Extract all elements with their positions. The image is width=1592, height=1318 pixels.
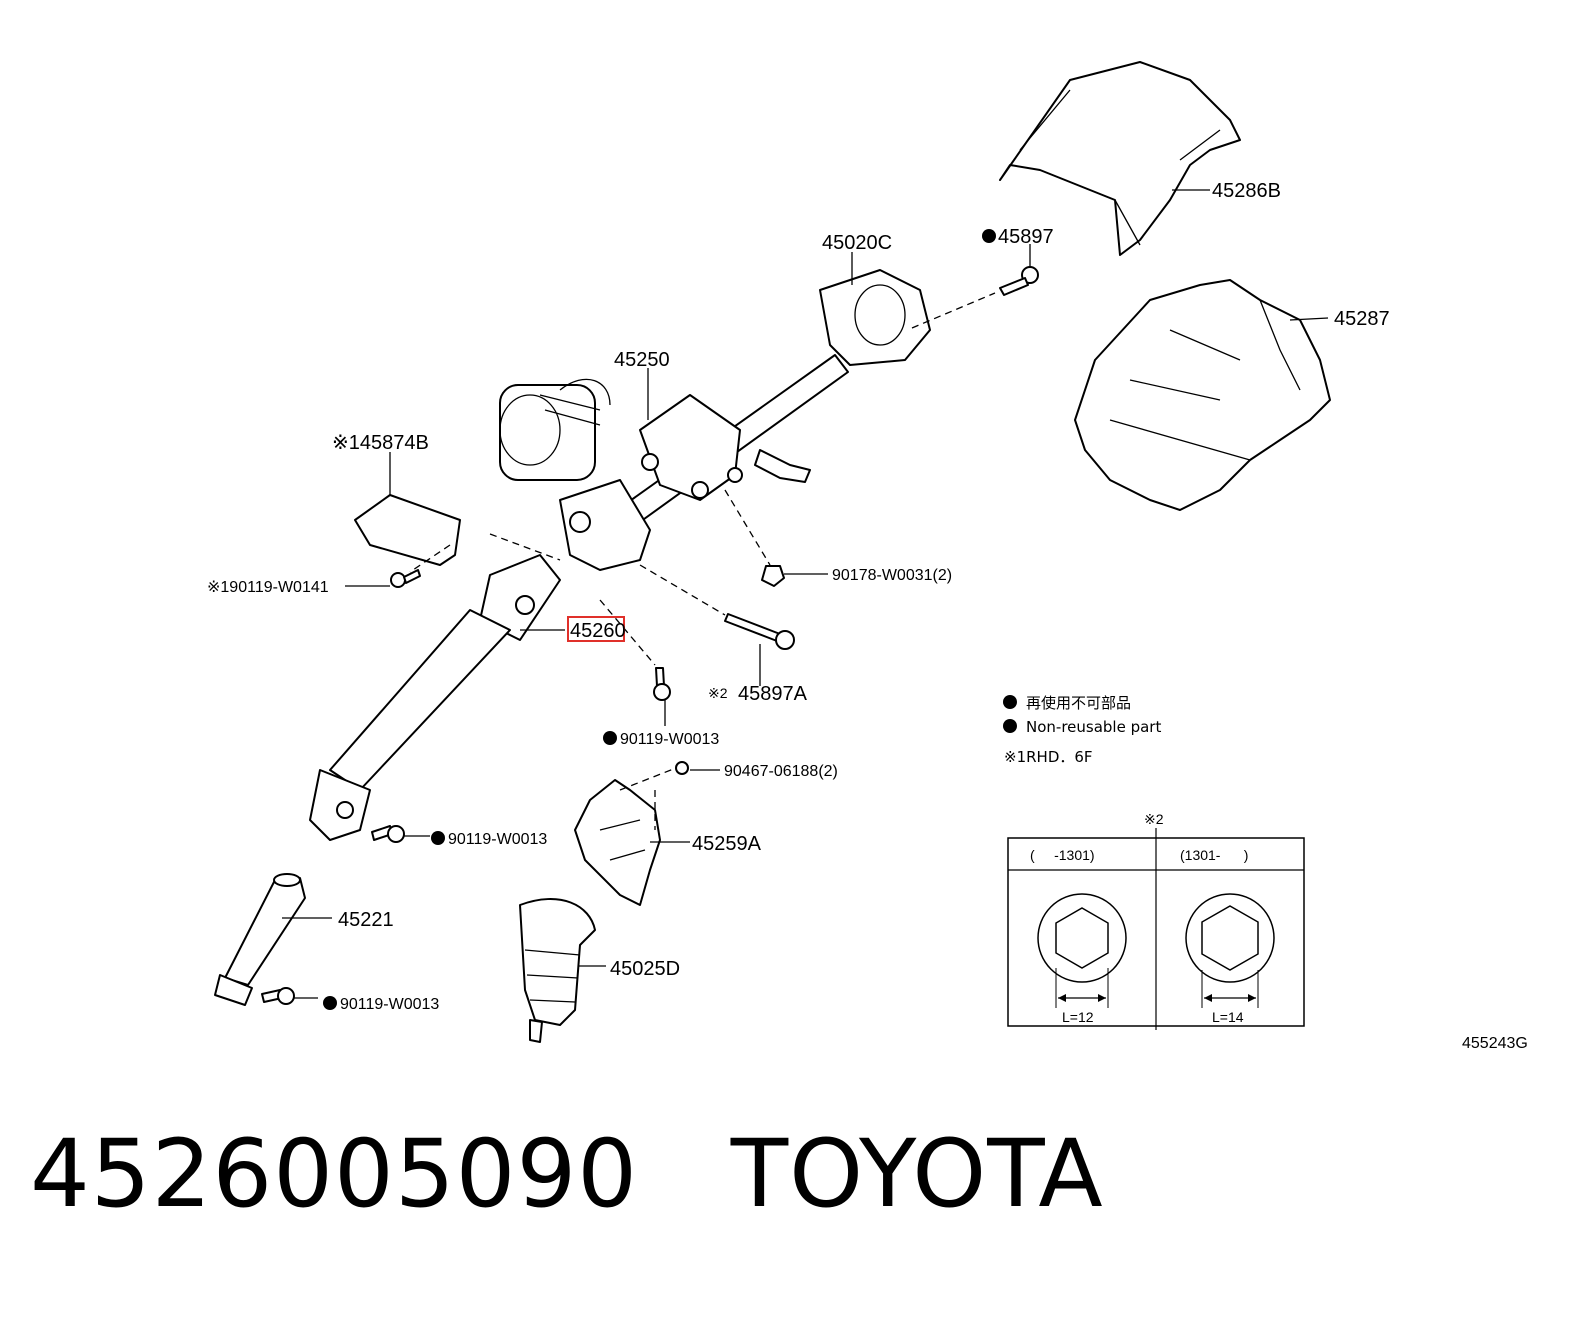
non-reusable-dot-90119-c <box>323 996 337 1010</box>
bolt-45897A <box>724 613 795 650</box>
bolt-90119-b <box>371 825 405 843</box>
non-reusable-dot-45897 <box>982 229 996 243</box>
bolt-90119-c <box>261 987 295 1005</box>
legend-en: Non-reusable part <box>1026 718 1161 736</box>
label-45897: 45897 <box>998 226 1054 248</box>
steering-column-assembly <box>499 354 849 571</box>
label-145874B: ※145874B <box>332 432 429 454</box>
inset-mark: ※2 <box>1144 811 1164 827</box>
bolt-190119 <box>390 569 421 588</box>
footer-brand: TOYOTA <box>730 1120 1104 1229</box>
non-reusable-dot-90119-a <box>603 731 617 745</box>
legend-dot-en <box>1003 719 1017 733</box>
inset-right-dim: L=14 <box>1212 1009 1244 1025</box>
inset-right-header: (1301- ) <box>1180 847 1248 863</box>
assembly-line-clip <box>619 767 677 830</box>
legend-dot-jp <box>1003 695 1017 709</box>
label-45286B: 45286B <box>1212 180 1281 202</box>
inset-left-header: ( -1301) <box>1030 847 1095 863</box>
assembly-line-key-cylinder <box>911 292 996 329</box>
hole-cover-45259A <box>574 779 661 906</box>
assembly-line-bolt-a <box>599 564 726 666</box>
clip-90467 <box>675 761 689 775</box>
label-190119: ※190119-W0141 <box>207 579 329 596</box>
nut-90178 <box>761 565 785 587</box>
legend-jp: 再使用不可部品 <box>1026 694 1131 712</box>
label-90119-c: 90119-W0013 <box>340 996 439 1013</box>
bolt-90119-a <box>653 667 671 701</box>
leader-45287 <box>1289 317 1329 321</box>
label-45897A-mark: ※2 <box>708 685 728 701</box>
footer-title: 4526005090 TOYOTA <box>30 1128 1104 1222</box>
label-45260: 45260 <box>570 620 626 642</box>
assembly-line-bracket <box>409 533 561 573</box>
non-reusable-dot-90119-b <box>431 831 445 845</box>
label-45250: 45250 <box>614 349 670 371</box>
legend-note1: ※1RHD．6F <box>1004 748 1093 766</box>
label-90178: 90178-W0031(2) <box>832 567 952 584</box>
footer-part-number: 4526005090 <box>30 1120 639 1229</box>
label-45259A: 45259A <box>692 833 762 855</box>
bolt-45897 <box>999 266 1039 296</box>
assembly-line-nut <box>724 489 771 566</box>
label-45020C: 45020C <box>822 232 892 254</box>
highlight-box-45260 <box>567 616 625 642</box>
lower-column-cover <box>1074 279 1331 511</box>
intermediate-shaft-45260 <box>309 554 561 841</box>
upper-column-cover <box>999 61 1241 256</box>
label-45287: 45287 <box>1334 308 1390 330</box>
inset-left-dim: L=12 <box>1062 1009 1094 1025</box>
boot-45025D <box>519 898 596 1043</box>
label-45221: 45221 <box>338 909 394 931</box>
diagram-id: 455243G <box>1462 1035 1528 1052</box>
shaft-45221 <box>214 873 306 1006</box>
label-45025D: 45025D <box>610 958 680 980</box>
label-90467: 90467-06188(2) <box>724 763 838 780</box>
key-cylinder-housing <box>819 269 931 366</box>
label-45897A: 45897A <box>738 683 808 705</box>
inset-table: ※2 ( -1301) (1301- ) L=12 L=14 <box>1007 811 1305 1030</box>
label-90119-a: 90119-W0013 <box>620 731 719 748</box>
label-90119-b: 90119-W0013 <box>448 831 547 848</box>
bracket-145874B <box>354 494 461 566</box>
